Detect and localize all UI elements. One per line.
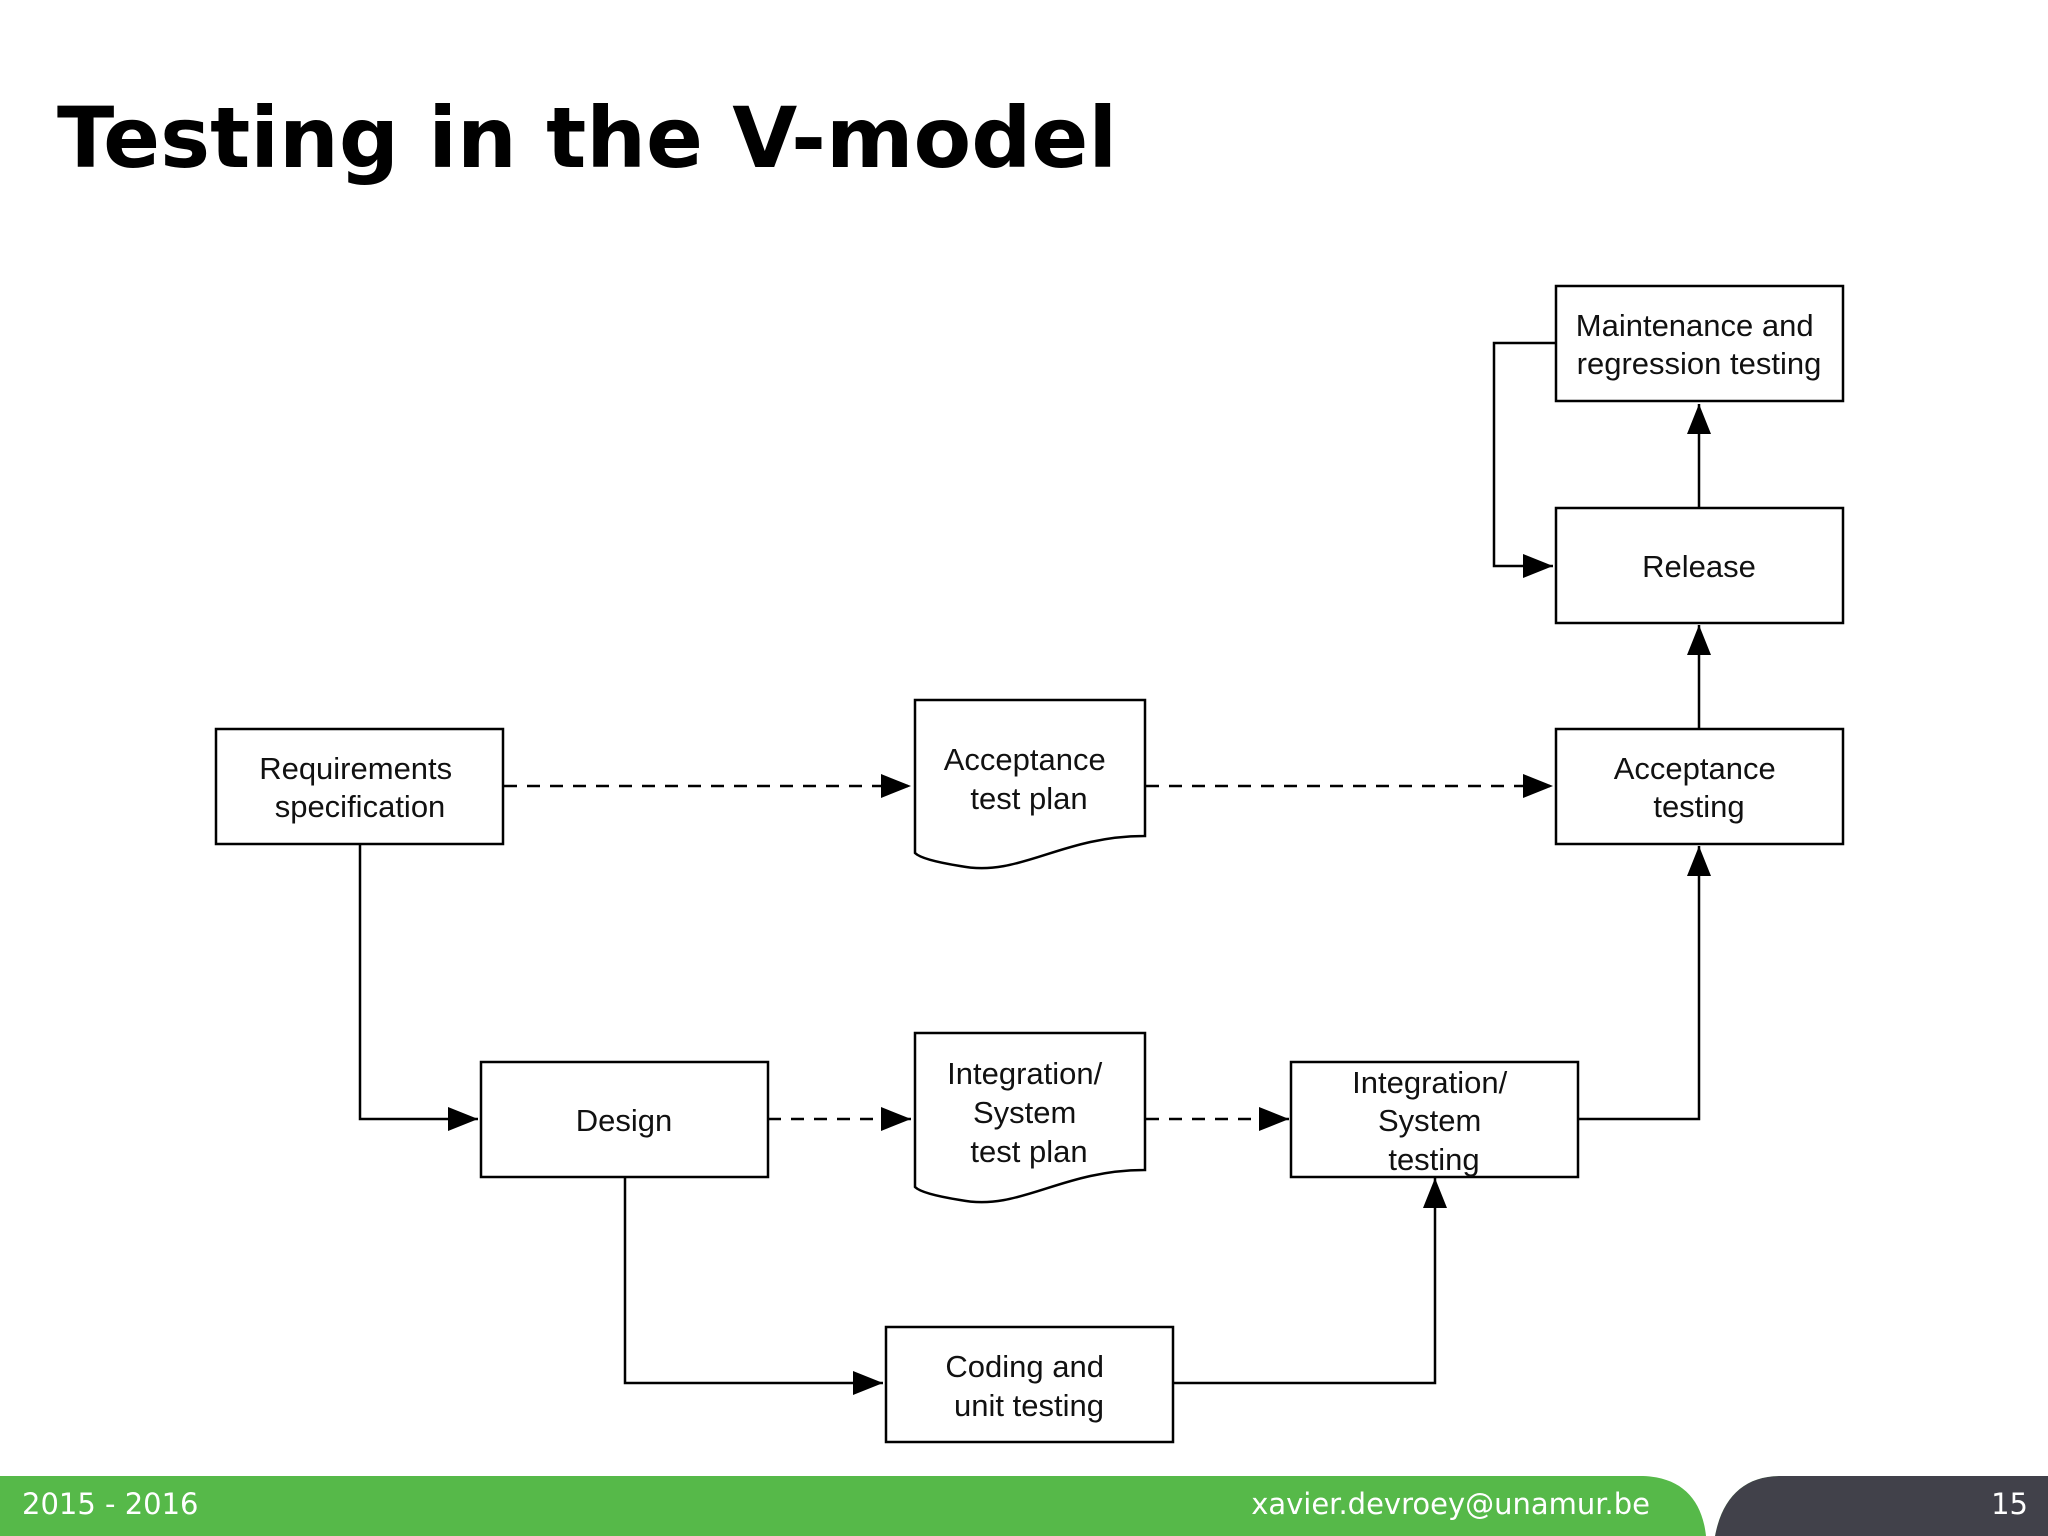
acceptance-plan-document xyxy=(913,698,1147,870)
acceptance-testing-box xyxy=(1554,727,1845,846)
slide-title: Testing in the V-model xyxy=(57,89,1118,187)
requirements-box xyxy=(214,727,505,846)
maintenance-label: Maintenance and regression testing xyxy=(1576,308,1822,381)
footer-green-curve xyxy=(1640,1476,1780,1536)
page-number: 15 xyxy=(1991,1487,2028,1521)
connector-integration-to-acceptance xyxy=(1578,846,1711,1121)
connector-requirements-to-design xyxy=(358,844,478,1131)
acceptance-testing-label: Acceptance testing xyxy=(1614,751,1785,824)
release-box xyxy=(1554,506,1845,625)
integration-plan-document xyxy=(913,1031,1147,1204)
acceptance-plan-label: Acceptance test plan xyxy=(944,742,1115,816)
design-label: Design xyxy=(576,1103,673,1138)
connector-maintenance-to-release xyxy=(1492,341,1555,578)
connector-design-to-coding xyxy=(623,1176,883,1395)
integration-testing-label: Integration/ System testing xyxy=(1352,1065,1516,1177)
maintenance-box xyxy=(1554,284,1845,403)
footer-email: xavier.devroey@unamur.be xyxy=(1251,1487,1650,1521)
requirements-label: Requirements specification xyxy=(259,751,461,824)
design-box xyxy=(479,1060,770,1179)
release-label: Release xyxy=(1642,549,1756,584)
footer-year: 2015 - 2016 xyxy=(22,1487,199,1521)
coding-label: Coding and unit testing xyxy=(945,1349,1112,1423)
coding-box xyxy=(884,1325,1175,1444)
footer-bar xyxy=(0,1476,2048,1536)
integration-plan-label: Integration/ System test plan xyxy=(947,1056,1111,1169)
footer-dark-tab xyxy=(1715,1476,2048,1536)
connector-coding-to-integration xyxy=(1172,1178,1447,1385)
integration-testing-box xyxy=(1289,1060,1580,1179)
